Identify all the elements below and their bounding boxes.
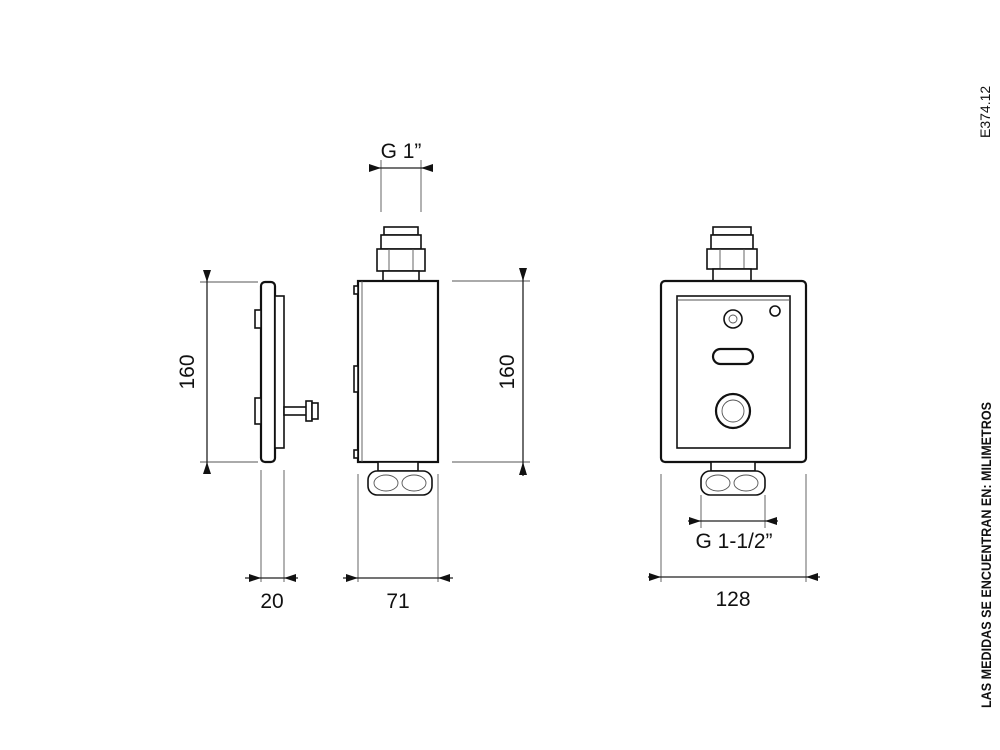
- dim-plate-thickness: 20: [245, 470, 298, 613]
- front-view: [659, 226, 808, 496]
- dim-top-connection: G 1”: [369, 140, 433, 212]
- gear-icon: [769, 305, 781, 317]
- units-note: LAS MEDIDAS SE ENCUENTRAN EN: MILIMETROS: [978, 402, 994, 708]
- dim-body-depth: 71: [343, 474, 453, 613]
- middle-view-box: [353, 226, 440, 496]
- dim-top-connection-label: G 1”: [381, 140, 422, 163]
- dim-front-width: 128: [648, 474, 820, 611]
- dim-bottom-connection-label: G 1-1/2”: [695, 530, 772, 553]
- dim-body-height-label: 160: [496, 354, 519, 389]
- dim-front-width-label: 128: [715, 588, 750, 611]
- side-view-plate: [254, 280, 319, 464]
- dim-plate-thickness-label: 20: [260, 590, 283, 613]
- dim-side-height: 160: [176, 270, 258, 474]
- dim-body-depth-label: 71: [386, 590, 409, 613]
- drawing-code: E374.12: [977, 86, 993, 138]
- dim-body-height: 160: [452, 268, 530, 476]
- dim-bottom-connection: G 1-1/2”: [688, 495, 778, 553]
- dim-side-height-label: 160: [176, 354, 199, 389]
